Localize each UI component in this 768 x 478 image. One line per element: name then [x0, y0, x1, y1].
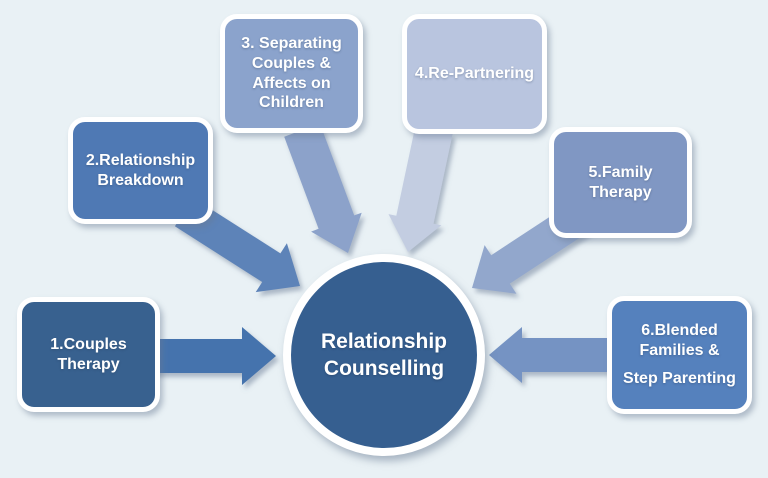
node-label: 5.Family Therapy — [588, 163, 653, 201]
node-label: 2.Relationship Breakdown — [85, 151, 196, 189]
node-blended-families: 6.Blended Families & Step Parenting — [607, 296, 752, 414]
node-separating-couples: 3. Separating Couples & Affects on Child… — [220, 14, 363, 133]
center-node-relationship-counselling: Relationship Counselling — [283, 254, 485, 456]
arrow-separating-couples-icon — [284, 123, 362, 253]
node-label: 4.Re-Partnering — [414, 65, 535, 83]
arrow-relationship-breakdown-icon — [174, 197, 300, 293]
node-label-secondary: Step Parenting — [623, 370, 736, 388]
node-relationship-breakdown: 2.Relationship Breakdown — [68, 117, 213, 224]
center-node-label: Relationship Counselling — [320, 329, 447, 380]
node-label: 3. Separating Couples & Affects on Child… — [241, 35, 342, 112]
node-label: 1.Couples Therapy — [50, 335, 127, 373]
arrow-blended-families-icon — [489, 327, 612, 383]
node-family-therapy: 5.Family Therapy — [549, 127, 692, 238]
node-label: 6.Blended Families & — [639, 322, 720, 359]
node-re-partnering: 4.Re-Partnering — [402, 14, 547, 134]
arrow-re-partnering-icon — [388, 126, 453, 252]
arrow-couples-therapy-icon — [150, 327, 276, 385]
node-couples-therapy: 1.Couples Therapy — [17, 297, 160, 412]
